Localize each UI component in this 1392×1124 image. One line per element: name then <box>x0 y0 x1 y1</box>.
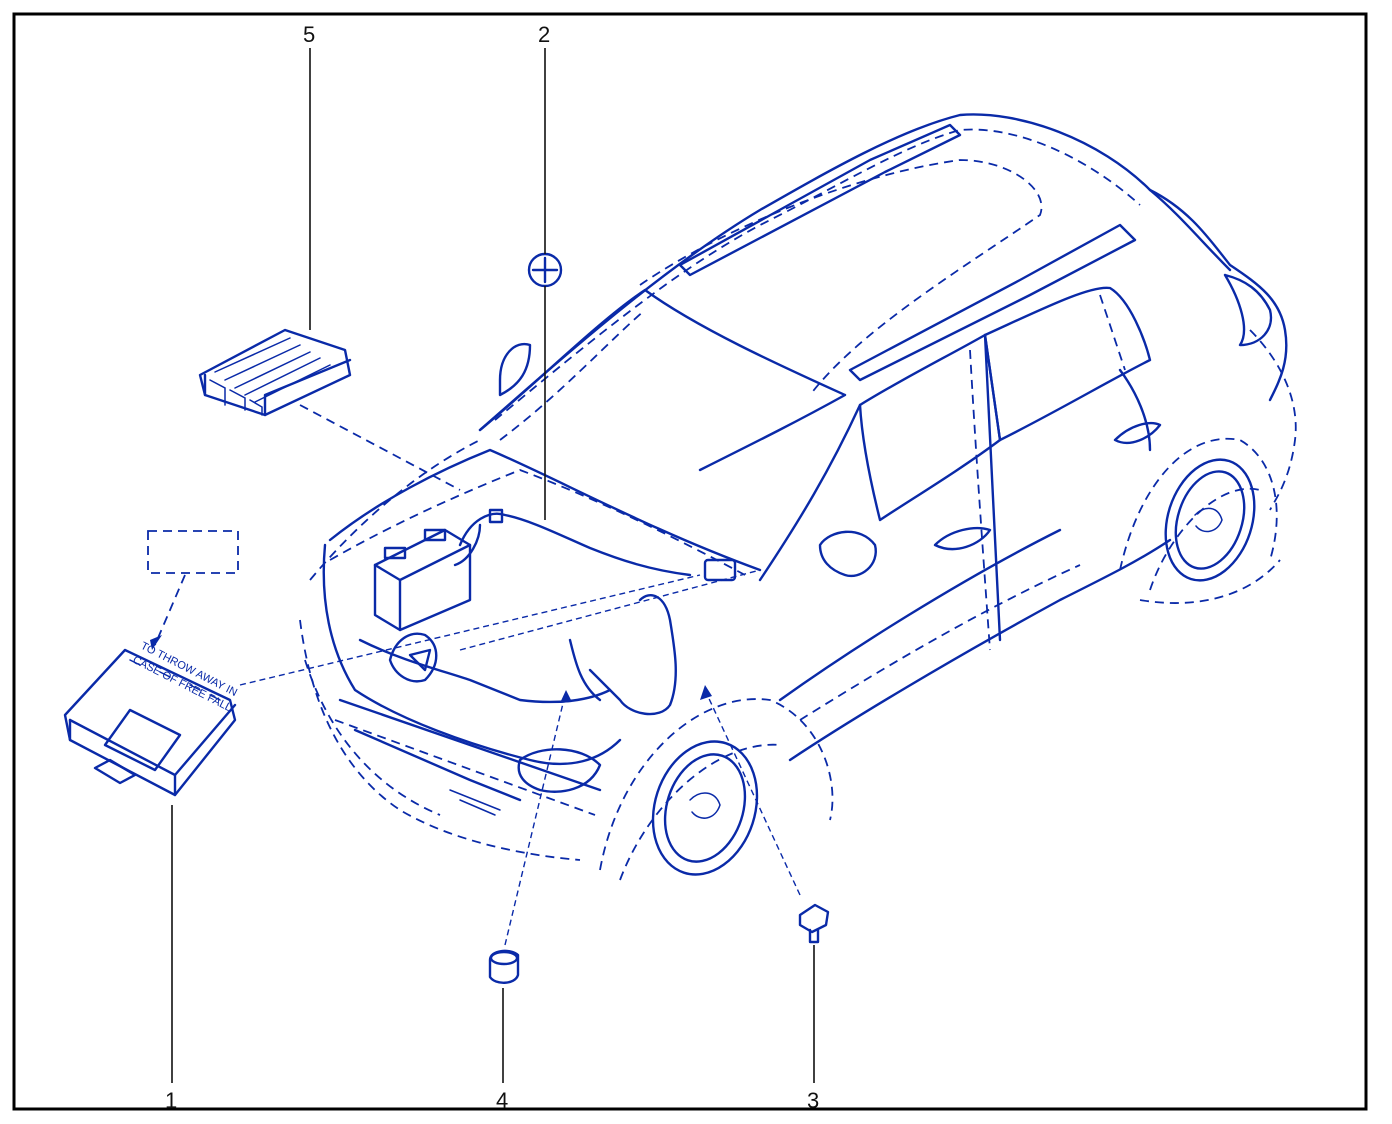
callout-5: 5 <box>303 22 315 47</box>
callout-2: 2 <box>538 22 550 47</box>
placeholder-link <box>154 574 186 646</box>
module-link-2 <box>459 569 761 651</box>
bolt-part-3 <box>700 685 830 944</box>
vehicle-outline <box>299 113 1297 881</box>
callout-1: 1 <box>165 1088 177 1113</box>
callout-3: 3 <box>807 1088 819 1113</box>
positive-terminal-part-2 <box>527 48 563 520</box>
fuse-box-part-5 <box>198 328 352 417</box>
wiring-harness <box>453 508 737 716</box>
fuse-box-link <box>299 404 461 491</box>
battery <box>373 528 472 632</box>
callout-4: 4 <box>496 1088 508 1113</box>
nut-part-4 <box>488 690 572 984</box>
module-link <box>239 574 701 686</box>
control-module-part-1: TO THROW AWAY IN CASE OF FREE FALL <box>63 640 239 797</box>
diagram-border <box>12 12 1368 1111</box>
mounting-placeholder-box <box>147 530 239 574</box>
